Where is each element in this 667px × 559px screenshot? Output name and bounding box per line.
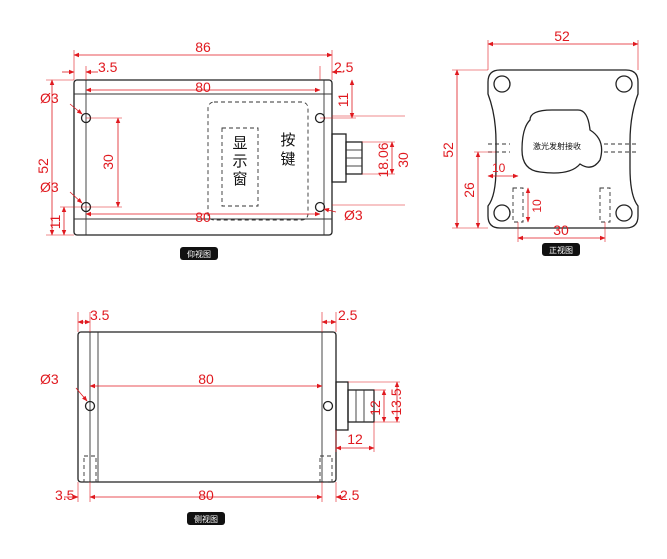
dim-side-top-left: 3.5	[90, 307, 110, 323]
dim-side-connector-h2: 13.5	[388, 388, 404, 415]
dim-hole-dia-mid: Ø3	[40, 179, 59, 195]
dim-inner-width-bottom: 80	[195, 209, 211, 225]
dim-side-top-right: 2.5	[338, 307, 358, 323]
dim-right-offset: 2.5	[334, 59, 354, 75]
front-view-plate	[487, 69, 639, 229]
bottom-view-title: 仰视图	[187, 249, 211, 259]
dim-side-inner: 80	[198, 371, 214, 387]
dim-total-width: 86	[195, 39, 211, 55]
dim-side-hole-dia: Ø3	[40, 371, 59, 387]
dim-side-connector-h1: 12	[367, 400, 383, 416]
side-view-hole-left	[84, 400, 96, 412]
dim-connector-total: 30	[395, 152, 411, 168]
button-label-char2: 键	[280, 150, 295, 168]
display-window-label-char3: 窗	[232, 170, 247, 188]
bottom-view-panel-area	[207, 101, 309, 221]
front-view-hole-br	[615, 204, 633, 222]
front-view-slot-right	[599, 187, 611, 223]
side-view-connector-flange	[335, 381, 349, 431]
dim-bottom-offset: 11	[47, 215, 63, 230]
side-view-title-badge	[187, 512, 225, 525]
side-view-slot-right	[319, 455, 333, 483]
side-view-hole-right	[322, 400, 334, 412]
bottom-view: 显 示 窗 按 键 86 3.5 2.5 80 80 52	[35, 39, 411, 260]
dim-side-bottom-left: 3.5	[55, 487, 75, 503]
bottom-view-hole-bottom-right	[314, 201, 326, 213]
button-label-char1: 按	[280, 131, 295, 149]
dim-inner-width-top: 80	[195, 79, 211, 95]
display-window-label-char1: 显	[232, 134, 247, 152]
leader	[323, 208, 337, 213]
dim-hole-dia-right: Ø3	[344, 207, 363, 223]
dim-connector-width: 18.06	[375, 142, 391, 177]
side-view-title: 侧视图	[194, 514, 218, 524]
dim-hole-dia-top: Ø3	[40, 90, 59, 106]
front-view: 激光发射接收 52 52 26 10 10 30 正视图	[440, 28, 639, 256]
side-view-connector-body	[347, 389, 375, 423]
front-view-title: 正视图	[549, 245, 573, 255]
front-view-hole-tl	[493, 75, 511, 93]
dim-slot-height: 10	[530, 199, 544, 213]
dim-side-bottom-inner: 80	[198, 487, 214, 503]
dim-top-offset: 11	[335, 93, 351, 108]
display-window-outline	[221, 127, 259, 207]
dim-front-width: 52	[554, 28, 570, 44]
dim-lower-offset: 26	[461, 182, 477, 198]
leader	[75, 387, 88, 402]
front-view-title-badge	[542, 243, 580, 256]
side-view: 3.5 2.5 80 Ø3 80 3.5 2.5 12 13.5 12 侧视图	[40, 307, 404, 525]
leader	[69, 191, 83, 204]
dim-left-slot: 10	[492, 161, 506, 175]
dim-slot-spacing: 30	[553, 222, 569, 238]
bottom-view-connector-flange	[331, 133, 347, 183]
display-window-label-char2: 示	[232, 152, 247, 170]
leader	[69, 103, 83, 115]
side-view-body	[77, 331, 337, 483]
front-view-hole-tr	[615, 75, 633, 93]
laser-window-label: 激光发射接收	[533, 141, 581, 151]
bottom-view-title-badge	[180, 247, 218, 260]
dim-hole-spacing: 30	[100, 154, 116, 170]
dim-left-offset: 3.5	[98, 59, 118, 75]
front-view-slot-left	[512, 187, 524, 223]
dim-front-height: 52	[440, 142, 456, 158]
dim-side-bottom-right: 2.5	[340, 487, 360, 503]
dim-side-connector-len: 12	[347, 431, 363, 447]
dim-height: 52	[35, 158, 51, 174]
laser-window	[521, 109, 603, 174]
front-view-hole-bl	[493, 204, 511, 222]
